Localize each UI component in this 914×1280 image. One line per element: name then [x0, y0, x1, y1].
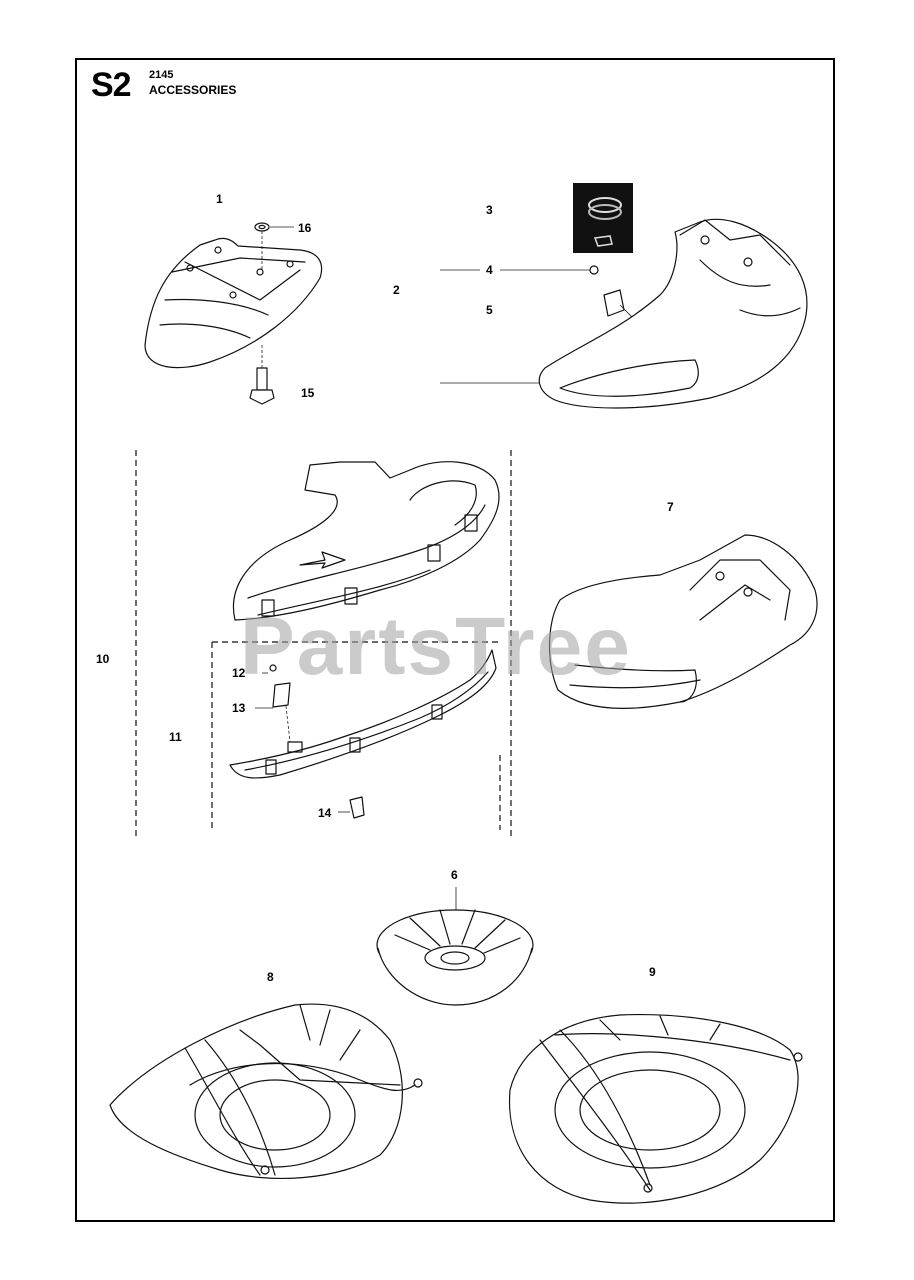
part-12-screw: [262, 664, 277, 674]
callout-8: 8: [267, 970, 274, 984]
callout-14: 14: [318, 806, 332, 820]
part-3-photo-inset: [573, 183, 633, 253]
callout-9: 9: [649, 965, 656, 979]
part-8-wire-guard: [109, 1003, 423, 1180]
callout-4: 4: [486, 263, 493, 277]
part-9-wire-guard: [508, 1014, 803, 1204]
section-code: S2: [91, 66, 132, 104]
part-2-guard: [440, 218, 808, 409]
model-number: 2145: [149, 69, 174, 81]
callout-10: 10: [96, 652, 110, 666]
callout-7: 7: [667, 500, 674, 514]
group-10-bracket: [135, 450, 512, 836]
callout-6: 6: [451, 868, 458, 882]
callout-13: 13: [232, 701, 246, 715]
watermark: PartsTree: [240, 601, 632, 692]
part-15-bolt: [249, 345, 275, 405]
part-1-guard: [144, 237, 323, 369]
part-11-strip: [229, 649, 497, 779]
part-7-cover: [549, 534, 818, 710]
callout-2: 2: [393, 283, 400, 297]
callout-3: 3: [486, 203, 493, 217]
diagram-frame: [75, 58, 835, 1222]
callout-15: 15: [301, 386, 315, 400]
part-14-clip: [338, 796, 365, 819]
callout-5: 5: [486, 303, 493, 317]
part-10-guard-assembly: [232, 461, 500, 621]
callout-11: 11: [169, 730, 182, 744]
diagram-title: ACCESSORIES: [149, 83, 237, 97]
callout-1: 1: [216, 192, 223, 206]
callout-12: 12: [232, 666, 246, 680]
part-6-cup: [376, 887, 534, 1006]
part-16-washer: [254, 222, 294, 270]
part-13-blade: [255, 682, 291, 743]
part-4-screw: [440, 265, 599, 275]
callout-16: 16: [298, 221, 312, 235]
